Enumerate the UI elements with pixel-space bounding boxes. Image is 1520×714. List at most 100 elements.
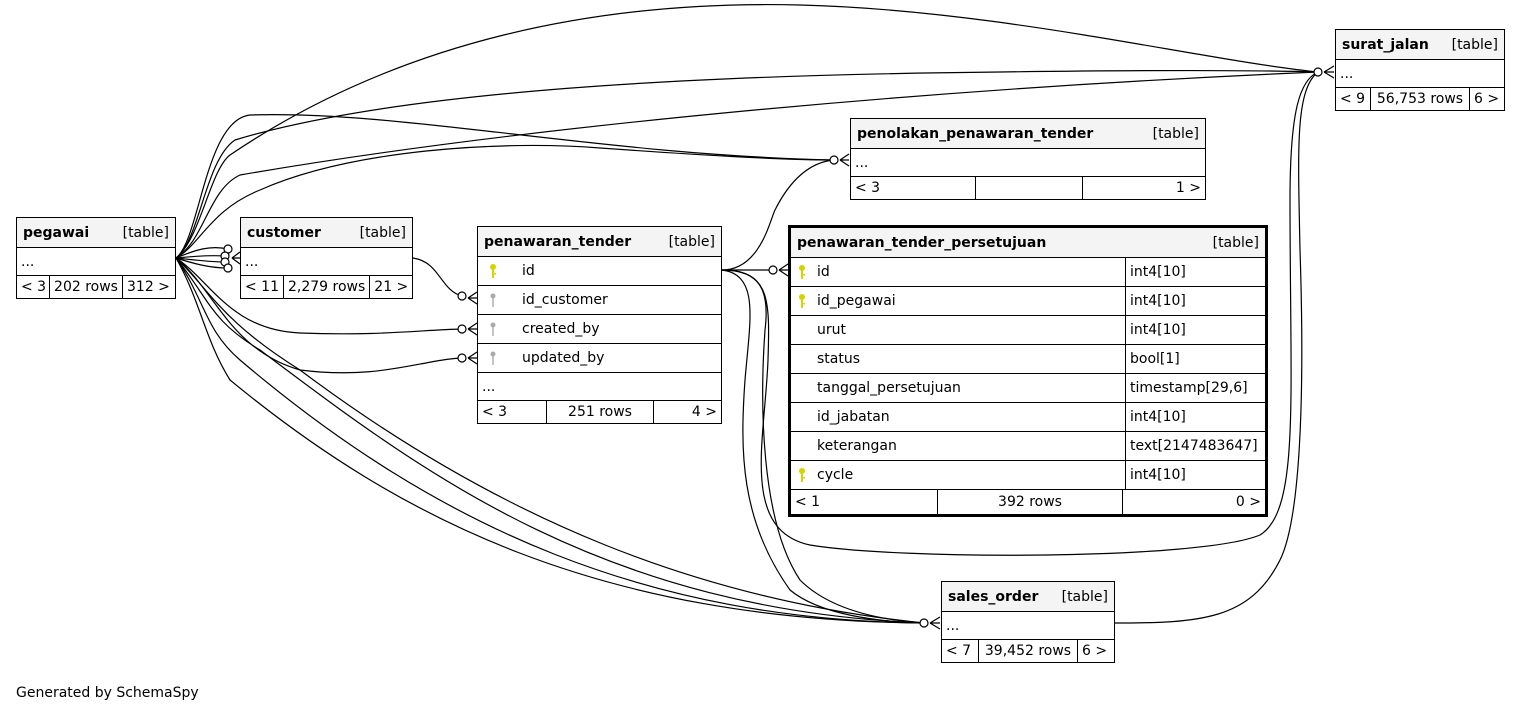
edge-pegawai-surat-jalan: [175, 4, 1319, 259]
edge-tender-sales-order: [721, 269, 925, 624]
edge-marker: [1313, 67, 1323, 77]
table-footer: < 7 39,452 rows 6 >: [942, 640, 1114, 662]
table-header: pegawai [table]: [17, 218, 175, 248]
foreign-key-icon: [478, 321, 508, 337]
columns-ellipsis: ...: [17, 248, 175, 276]
table-penolakan-penawaran-tender[interactable]: penolakan_penawaran_tender [table] ... <…: [850, 118, 1206, 200]
children-count[interactable]: 6 >: [1082, 643, 1108, 659]
column-row: id int4[10]: [791, 258, 1265, 287]
primary-key-icon: [791, 293, 813, 309]
table-penawaran-tender[interactable]: penawaran_tender [table] id id_customer …: [477, 226, 722, 424]
table-name: sales_order: [948, 588, 1039, 605]
table-footer: < 9 56,753 rows 6 >: [1336, 88, 1504, 110]
column-row: id_customer: [478, 286, 721, 315]
table-surat-jalan[interactable]: surat_jalan [table] ... < 9 56,753 rows …: [1335, 29, 1505, 111]
table-customer[interactable]: customer [table] ... < 11 2,279 rows 21 …: [240, 217, 413, 299]
crows-foot: [231, 251, 241, 265]
column-name: id_customer: [522, 292, 608, 308]
edge-pegawai-surat-jalan: [175, 71, 1319, 259]
crows-foot: [467, 291, 478, 305]
edge-pegawai-penolakan: [175, 114, 835, 259]
row-count: 2,279 rows: [283, 276, 371, 298]
table-header: customer [table]: [241, 218, 412, 248]
column-name: tanggal_persetujuan: [817, 380, 961, 396]
table-footer: < 1 392 rows 0 >: [791, 490, 1265, 514]
primary-key-icon: [478, 263, 508, 279]
column-row: id_jabatan int4[10]: [791, 403, 1265, 432]
column-name: id_jabatan: [817, 409, 890, 425]
table-kind: [table]: [1061, 588, 1108, 605]
crows-foot: [778, 263, 789, 277]
parents-count[interactable]: < 3: [855, 180, 881, 196]
edge-marker: [829, 155, 839, 165]
parents-count[interactable]: < 1: [795, 494, 821, 510]
children-count[interactable]: 21 >: [374, 279, 409, 295]
edge-pegawai-sales-order: [175, 257, 925, 624]
edge-marker: [457, 353, 467, 363]
edge-marker: [457, 291, 467, 301]
children-count[interactable]: 312 >: [127, 279, 170, 295]
table-kind: [table]: [668, 233, 715, 250]
column-name: created_by: [522, 321, 600, 337]
columns-ellipsis: ...: [851, 149, 1205, 177]
table-header: penolakan_penawaran_tender [table]: [851, 119, 1205, 149]
table-header: penawaran_tender_persetujuan [table]: [791, 228, 1265, 258]
primary-key-icon: [791, 264, 813, 280]
columns-ellipsis: ...: [942, 612, 1114, 640]
row-count: 392 rows: [937, 490, 1123, 514]
primary-key-icon: [791, 467, 813, 483]
column-row: id: [478, 257, 721, 286]
table-kind: [table]: [1212, 234, 1259, 251]
column-type: timestamp[29,6]: [1125, 374, 1265, 402]
table-kind: [table]: [1152, 125, 1199, 142]
parents-count[interactable]: < 3: [482, 404, 508, 420]
table-footer: < 3 1 >: [851, 177, 1205, 199]
children-count[interactable]: 6 >: [1474, 91, 1500, 107]
table-name: surat_jalan: [1342, 36, 1429, 53]
column-type: int4[10]: [1125, 461, 1265, 489]
parents-count[interactable]: < 3: [21, 279, 47, 295]
column-name: id: [817, 264, 830, 280]
column-type: int4[10]: [1125, 258, 1265, 286]
parents-count[interactable]: < 7: [946, 643, 972, 659]
parents-count[interactable]: < 11: [245, 279, 279, 295]
edge-marker: [457, 324, 467, 334]
row-count: [975, 177, 1083, 199]
children-count[interactable]: 4 >: [691, 404, 717, 420]
table-sales-order[interactable]: sales_order [table] ... < 7 39,452 rows …: [941, 581, 1115, 663]
table-kind: [table]: [359, 224, 406, 241]
column-row: cycle int4[10]: [791, 461, 1265, 490]
table-kind: [table]: [122, 224, 169, 241]
foreign-key-icon: [478, 350, 508, 366]
table-name: customer: [247, 224, 321, 241]
table-footer: < 3 251 rows 4 >: [478, 401, 721, 423]
edge-customer-penawaran-tender: [412, 257, 463, 297]
column-name: urut: [817, 322, 846, 338]
table-footer: < 3 202 rows 312 >: [17, 276, 175, 298]
children-count[interactable]: 1 >: [1175, 180, 1201, 196]
table-header: surat_jalan [table]: [1336, 30, 1504, 60]
column-row: urut int4[10]: [791, 316, 1265, 345]
column-row: keterangan text[2147483647]: [791, 432, 1265, 461]
row-count: 202 rows: [49, 276, 123, 298]
table-pegawai[interactable]: pegawai [table] ... < 3 202 rows 312 >: [16, 217, 176, 299]
crows-foot: [929, 616, 941, 630]
edge-pegawai-customer: [175, 255, 226, 259]
crows-foot: [467, 322, 478, 336]
column-row: created_by: [478, 315, 721, 344]
table-penawaran-tender-persetujuan[interactable]: penawaran_tender_persetujuan [table] id …: [788, 225, 1268, 517]
table-name: penolakan_penawaran_tender: [857, 125, 1094, 142]
generated-by-note: Generated by SchemaSpy: [16, 685, 199, 701]
edge-marker: [223, 263, 233, 273]
children-count[interactable]: 0 >: [1235, 494, 1261, 510]
parents-count[interactable]: < 9: [1340, 91, 1366, 107]
column-name: status: [817, 351, 861, 367]
column-name: updated_by: [522, 350, 605, 366]
column-row: tanggal_persetujuan timestamp[29,6]: [791, 374, 1265, 403]
table-header: sales_order [table]: [942, 582, 1114, 612]
edge-pegawai-sales-order: [175, 257, 925, 624]
column-type: bool[1]: [1125, 345, 1265, 373]
edge-tender-penolakan: [721, 159, 835, 271]
column-name: keterangan: [817, 438, 897, 454]
